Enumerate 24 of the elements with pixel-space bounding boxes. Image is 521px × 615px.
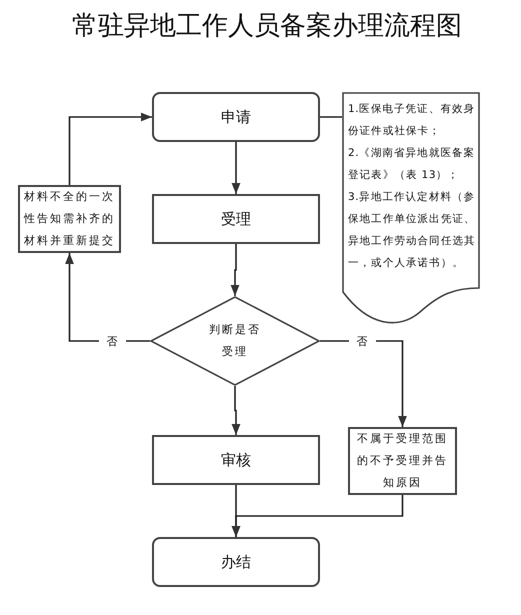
process-box [152, 194, 320, 244]
terminal-box [152, 537, 320, 587]
arrow [68, 112, 152, 185]
title: 常驻异地工作人员备案办理流程图 [72, 10, 462, 43]
node-label: 办结 [221, 552, 251, 572]
node-label: 审核 [221, 450, 251, 470]
list-item: 3.异地工作认定材料（参保地工作单位派出凭证、异地工作劳动合同任选其一，或个人承诺书）。 [348, 190, 477, 271]
connector-line [320, 116, 342, 118]
arrow [232, 495, 404, 537]
node-label: 判断是否受理 [208, 322, 262, 360]
node-label: 申请 [221, 107, 251, 127]
node-label: 不属于受理范围的不予受理并告知原因 [356, 431, 448, 491]
list-item: 1.医保电子凭证、有效身份证件或社保卡； [348, 102, 476, 139]
arrow [232, 142, 240, 194]
note-box [348, 427, 457, 495]
node-label: 受理 [221, 209, 251, 229]
node-label: 材料不全的一次性告知需补齐的材料并重新提交 [24, 189, 116, 249]
decision-diamond [150, 296, 320, 386]
note-box [18, 185, 121, 253]
arrow [232, 386, 240, 435]
list-item: 2.《湖南省异地就医备案登记表》（表 13）； [348, 146, 476, 183]
process-box [152, 435, 320, 485]
arrow [230, 244, 240, 296]
process-box [152, 92, 320, 142]
